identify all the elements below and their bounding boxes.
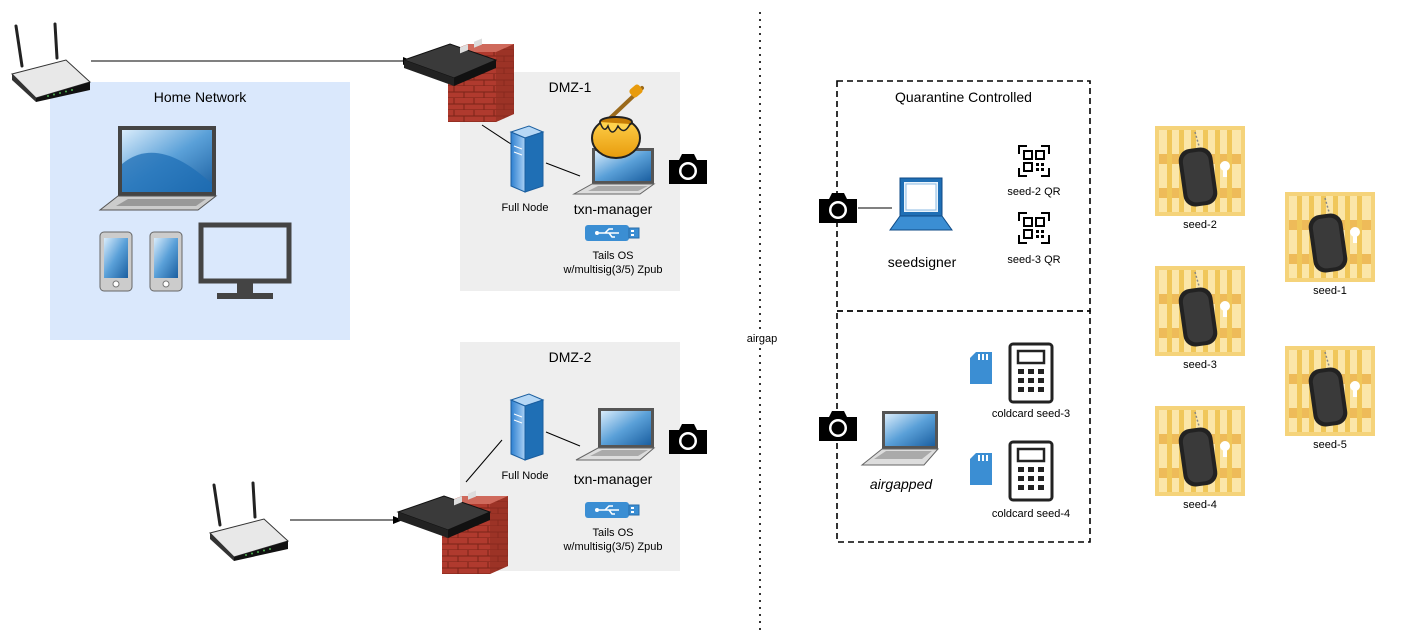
dmz1-title: DMZ-1 [548, 79, 592, 95]
dmz1-txn-manager-label: txn-manager [573, 201, 653, 217]
seed-2-qr-label: seed-2 QR [1007, 186, 1061, 198]
honeypot-icon [591, 84, 644, 159]
seed-vault-icon [1285, 346, 1375, 436]
camera-icon [669, 424, 707, 454]
dmz2-txn-manager-label: txn-manager [573, 471, 653, 487]
seed-vault-icon [1155, 406, 1245, 496]
qr-code-icon [1018, 212, 1050, 244]
seedsigner-label: seedsigner [887, 254, 957, 270]
seed-label: seed-1 [1313, 285, 1347, 297]
firewall-icon [396, 490, 508, 574]
dmz2-full-node-label: Full Node [501, 470, 549, 482]
router-icon [209, 481, 289, 561]
laptop-icon [860, 411, 940, 466]
home-network-title: Home Network [153, 89, 247, 105]
camera-icon [819, 411, 857, 441]
airgapped-label: airgapped [869, 476, 933, 492]
usb-drive-icon [585, 225, 640, 241]
qr-code-icon [1018, 145, 1050, 177]
seed-label: seed-5 [1313, 439, 1347, 451]
server-icon [509, 393, 545, 461]
dmz1-full-node-label: Full Node [501, 202, 549, 214]
seed-label: seed-2 [1183, 219, 1217, 231]
sd-card-icon [970, 453, 992, 485]
laptop-icon [889, 177, 953, 231]
quarantine-title: Quarantine Controlled [895, 89, 1032, 105]
dmz2-title: DMZ-2 [548, 349, 592, 365]
tablet-icon [99, 231, 133, 292]
dmz2-usb-label-line2: w/multisig(3/5) Zpub [563, 541, 663, 553]
laptop-icon [98, 126, 218, 211]
coldcard-seed-4-label: coldcard seed-4 [991, 508, 1071, 520]
monitor-icon [198, 222, 292, 299]
coldcard-icon [1008, 440, 1054, 502]
dmz2-usb-label-line1: Tails OS [592, 527, 634, 539]
dmz1-usb-label-line1: Tails OS [592, 250, 634, 262]
tablet-icon [149, 231, 183, 292]
seed-vault-icon [1155, 126, 1245, 216]
firewall-icon [402, 38, 514, 122]
coldcard-seed-3-label: coldcard seed-3 [991, 408, 1071, 420]
usb-drive-icon [585, 502, 640, 518]
seed-label: seed-4 [1183, 499, 1217, 511]
seed-vault-icon [1155, 266, 1245, 356]
camera-icon [819, 193, 857, 223]
seed-label: seed-3 [1183, 359, 1217, 371]
coldcard-icon [1008, 342, 1054, 404]
home-network-zone [50, 82, 350, 340]
camera-icon [669, 154, 707, 184]
server-icon [509, 125, 545, 193]
seed-3-qr-label: seed-3 QR [1007, 254, 1061, 266]
seed-vault-icon [1285, 192, 1375, 282]
airgap-label: airgap [740, 333, 784, 345]
dmz1-usb-label-line2: w/multisig(3/5) Zpub [563, 264, 663, 276]
sd-card-icon [970, 352, 992, 384]
router-icon [11, 22, 91, 102]
laptop-icon [575, 408, 656, 461]
